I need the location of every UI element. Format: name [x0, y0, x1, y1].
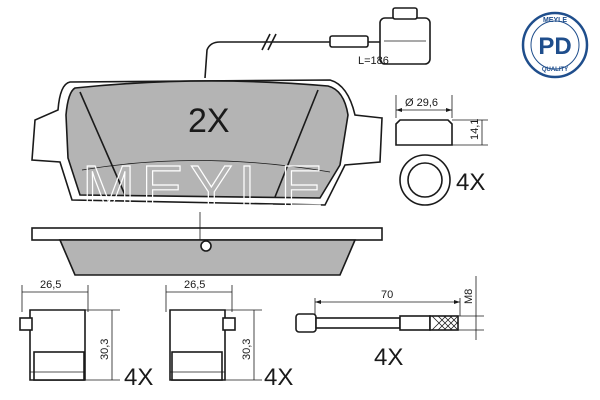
bolt-thread-hatch: [431, 315, 459, 331]
clip-left-tab-bottom: [33, 351, 85, 381]
wear-sensor: L=186: [204, 7, 431, 79]
brake-pad-front-view: MEYLE 2X: [31, 79, 383, 225]
sensor-cable-sleeve: [329, 35, 369, 48]
bolt-shank: [315, 317, 401, 329]
meyle-pd-logo: MEYLE PD QUALITY: [521, 11, 589, 79]
bolt-head: [295, 313, 317, 333]
clip-left: 26,5 30,3 4X: [19, 279, 153, 391]
clip-left-width-label: 26,5: [40, 279, 61, 291]
ring-diameter-label: Ø 29,6: [405, 97, 438, 109]
sensor-cable: [204, 41, 382, 79]
clip-left-quantity-label: 4X: [124, 364, 153, 391]
clip-right: 26,5 30,3 4X: [165, 279, 293, 391]
side-backing-plate: [31, 227, 383, 241]
clip-left-height-label: 30,3: [99, 339, 111, 360]
ring-dia-arrow-right: [446, 108, 452, 112]
logo-badge-text: PD: [538, 33, 571, 60]
ring-dia-arrow-left: [396, 108, 402, 112]
brake-pad-side-view: [31, 212, 383, 276]
logo-outer-ring: [521, 11, 589, 79]
bolt-collar: [399, 315, 431, 331]
ring-outer-circle: [399, 154, 451, 206]
sensor-length-label: L=186: [358, 55, 389, 67]
friction-groove-right: [274, 89, 319, 198]
logo-brand-text: MEYLE: [543, 17, 567, 24]
clip-right-quantity-label: 4X: [264, 364, 293, 391]
bolt-quantity-label: 4X: [374, 344, 403, 371]
ring-quantity-label: 4X: [456, 169, 485, 196]
ring-inner-circle: [407, 162, 443, 198]
ring-height-label: 14,1: [469, 119, 481, 140]
clip-right-height-label: 30,3: [241, 339, 253, 360]
clip-right-tab-top: [222, 317, 236, 331]
pad-chamfer-line: [81, 160, 331, 173]
bolt-length-label: 70: [381, 289, 393, 301]
bolt-length-arrow-left: [315, 300, 321, 304]
ring-side-profile: [395, 119, 453, 146]
guide-bolt: 70 M8 4X: [295, 276, 484, 371]
ring-component: Ø 29,6 14,1 4X: [395, 95, 488, 206]
watermark-text: MEYLE: [82, 152, 329, 224]
logo-inner-ring: [530, 20, 580, 70]
sensor-connector-latch: [392, 7, 418, 20]
friction-groove-left: [79, 91, 126, 196]
side-wear-sensor-dot: [200, 240, 212, 252]
cable-break-mark-1: [261, 33, 271, 51]
clip-right-width-label: 26,5: [184, 279, 205, 291]
side-friction-layer: [58, 239, 357, 276]
bolt-thread-label: M8: [463, 289, 475, 304]
logo-quality-text: QUALITY: [542, 67, 568, 73]
clip-left-tab-top: [19, 317, 33, 331]
clip-right-tab-bottom: [171, 351, 223, 381]
pad-quantity-label: 2X: [188, 102, 230, 140]
cable-break-mark-2: [267, 33, 277, 51]
bolt-length-arrow-right: [454, 300, 460, 304]
friction-material: [65, 80, 349, 199]
